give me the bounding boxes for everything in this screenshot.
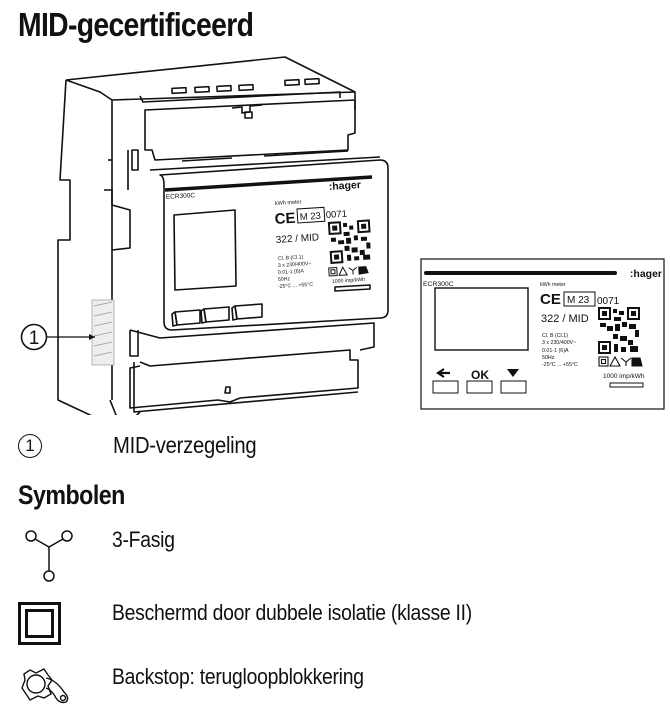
svg-text:-25°C ... +55°C: -25°C ... +55°C xyxy=(278,282,314,290)
panel-meter-type: kWh meter xyxy=(540,282,566,288)
device-brand: :hager xyxy=(328,179,361,193)
svg-text:Cl. B (Cl.1): Cl. B (Cl.1) xyxy=(542,333,568,339)
panel-model: ECR300C xyxy=(423,281,454,288)
symbol-row-double-insulation: Beschermd door dubbele isolatie (klasse … xyxy=(18,600,638,650)
callout-legend: 1 MID-verzegeling xyxy=(18,432,518,462)
symbol-label: Backstop: terugloopblokkering xyxy=(112,664,364,689)
panel-impulse-rate: 1000 imp/kWh xyxy=(603,373,645,380)
callout-label: MID-verzegeling xyxy=(113,432,257,458)
label-detail-panel: :hager ECR300C kWh meter CE M 23 0071 32… xyxy=(420,258,665,410)
svg-text:0.01-1 (6)A: 0.01-1 (6)A xyxy=(278,268,305,276)
svg-text:50Hz: 50Hz xyxy=(542,355,555,361)
device-model: ECR300C xyxy=(166,192,196,201)
panel-qr-code-icon xyxy=(598,307,640,354)
device-metrology-mark: M 23 xyxy=(299,211,321,223)
backstop-icon xyxy=(21,668,69,704)
double-insulation-icon xyxy=(18,602,61,645)
symbol-row-backstop: Backstop: terugloopblokkering xyxy=(18,664,638,714)
qr-code-icon xyxy=(327,219,372,264)
panel-ce-mark: CE xyxy=(540,291,561,308)
panel-button-down[interactable] xyxy=(500,369,527,394)
panel-button-ok[interactable]: OK xyxy=(466,368,493,394)
panel-notified-body: 0071 xyxy=(597,296,620,307)
device-figure: 1 :hager ECR300C kWh meter CE M 23 0071 … xyxy=(20,56,665,415)
symbol-label: Beschermd door dubbele isolatie (klasse … xyxy=(112,600,472,625)
callout-number: 1 xyxy=(29,328,40,349)
impulse-led xyxy=(609,382,644,388)
svg-text:3 x 230/400V~: 3 x 230/400V~ xyxy=(278,261,312,269)
svg-text:-25°C ... +55°C: -25°C ... +55°C xyxy=(542,362,578,368)
page-title: MID-gecertificeerd xyxy=(18,6,254,43)
device-ce-mark: CE xyxy=(274,210,296,228)
panel-specs: Cl. B (Cl.1) 3 x 230/400V~ 0.01-1 (6)A 5… xyxy=(542,333,578,368)
three-phase-icon xyxy=(25,530,73,582)
device-certificate: 322 / MID xyxy=(275,232,319,246)
panel-display xyxy=(434,287,529,351)
panel-brand: :hager xyxy=(630,268,662,280)
section-heading-symbols: Symbolen xyxy=(18,480,125,510)
panel-button-back[interactable] xyxy=(432,368,459,394)
symbol-row-three-phase: 3-Fasig xyxy=(18,527,638,582)
svg-text:3 x 230/400V~: 3 x 230/400V~ xyxy=(542,340,576,346)
device-front-label: :hager ECR300C kWh meter CE M 23 0071 32… xyxy=(166,179,372,290)
panel-mini-symbols xyxy=(598,355,643,367)
callout-1: 1 xyxy=(20,323,95,351)
svg-text:Cl. B (Cl.1): Cl. B (Cl.1) xyxy=(278,254,304,262)
device-illustration xyxy=(57,56,389,415)
svg-text:OK: OK xyxy=(471,368,489,382)
device-notified-body: 0071 xyxy=(325,209,347,221)
callout-number-badge: 1 xyxy=(18,434,42,458)
svg-text:0.01-1 (6)A: 0.01-1 (6)A xyxy=(542,348,569,354)
device-specs: Cl. B (Cl.1) 3 x 230/400V~ 0.01-1 (6)A 5… xyxy=(278,254,314,290)
device-impulse-rate: 1000 imp/kWh xyxy=(332,277,366,285)
mid-seal-sticker xyxy=(91,299,115,366)
svg-text:50Hz: 50Hz xyxy=(278,276,291,283)
panel-metrology-mark: M 23 xyxy=(567,295,590,306)
device-meter-type: kWh meter xyxy=(275,199,302,207)
panel-certificate: 322 / MID xyxy=(541,313,589,325)
symbol-label: 3-Fasig xyxy=(112,527,175,552)
